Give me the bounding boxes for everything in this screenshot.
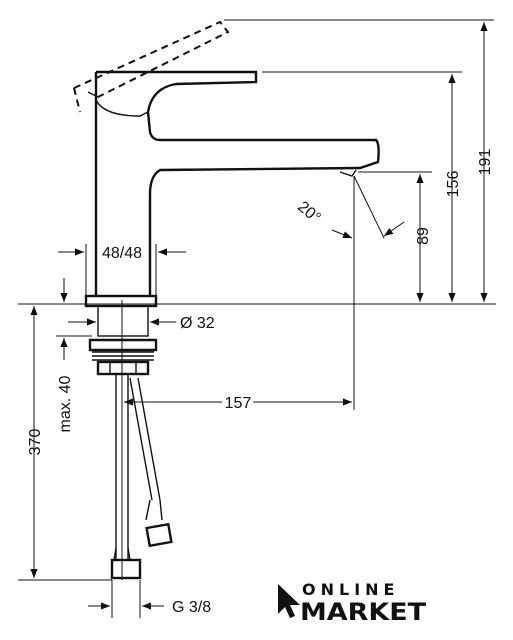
dim-max-thickness: max. 40 (57, 375, 74, 432)
dim-hole-diameter: Ø 32 (180, 315, 215, 332)
dim-connection: G 3/8 (172, 599, 211, 616)
reference-lines (18, 19, 496, 618)
faucet-body (73, 20, 380, 580)
online-market-logo: ONLINE MARKET (278, 580, 427, 626)
dimension-lines (30, 22, 488, 610)
dim-projection: 157 (225, 395, 252, 412)
dim-height-outlet: 89 (415, 227, 432, 245)
dim-height-overall: 191 (477, 149, 494, 176)
dim-height-spout: 156 (445, 171, 462, 198)
logo-line2: MARKET (300, 598, 427, 626)
dim-hose-length: 370 (27, 429, 44, 456)
logo-line1: ONLINE (302, 580, 399, 599)
cursor-arrow-icon (278, 584, 300, 618)
dim-angle: 20° (294, 198, 323, 227)
dim-base-width: 48/48 (102, 245, 142, 262)
